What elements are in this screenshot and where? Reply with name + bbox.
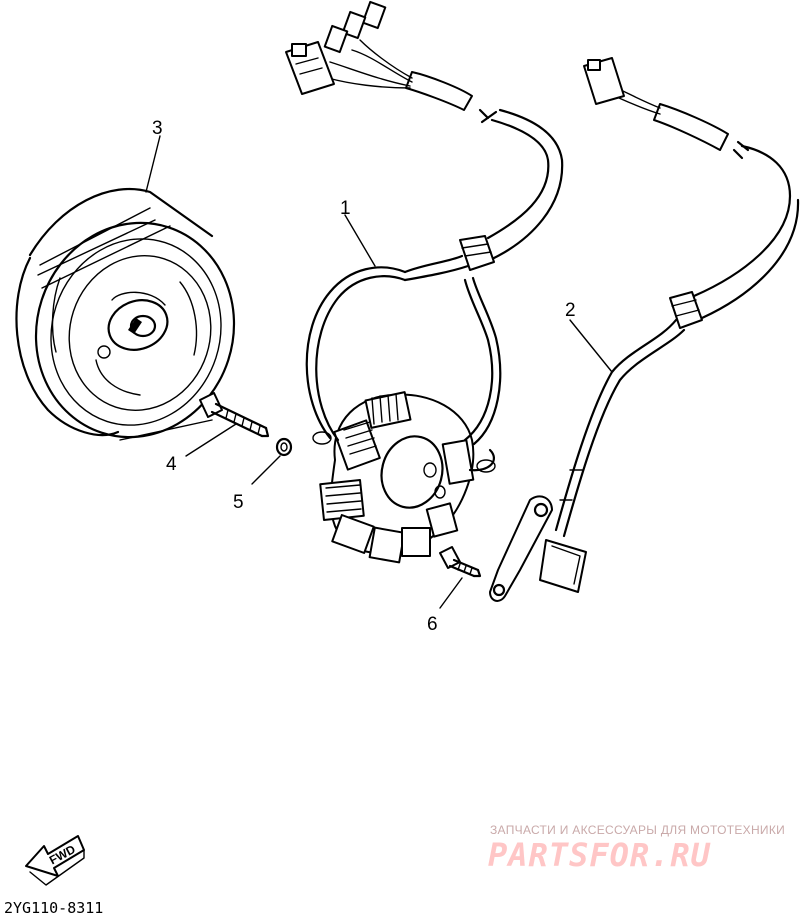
diagram-code: 2YG110-8311 <box>4 899 103 917</box>
callout-1: 1 <box>340 198 351 219</box>
callout-2: 2 <box>565 300 576 321</box>
callout-5: 5 <box>233 492 244 513</box>
pickup-coil <box>489 57 800 602</box>
callout-4: 4 <box>166 454 177 475</box>
washer <box>275 437 293 457</box>
leader-lines <box>145 135 613 609</box>
rotor-bolt <box>199 392 270 438</box>
flywheel-rotor <box>15 187 236 441</box>
callout-6: 6 <box>427 614 438 635</box>
watermark: ЗАПЧАСТИ И АКСЕССУАРЫ ДЛЯ МОТОТЕХНИКИ PA… <box>488 823 785 874</box>
callout-3: 3 <box>152 118 163 139</box>
pickup-screw <box>439 546 482 578</box>
fwd-arrow-icon: FWD <box>25 835 85 886</box>
watermark-brand: PARTSFOR.RU <box>488 836 711 874</box>
stator-assembly <box>285 0 564 564</box>
watermark-tagline: ЗАПЧАСТИ И АКСЕССУАРЫ ДЛЯ МОТОТЕХНИКИ <box>490 823 785 837</box>
